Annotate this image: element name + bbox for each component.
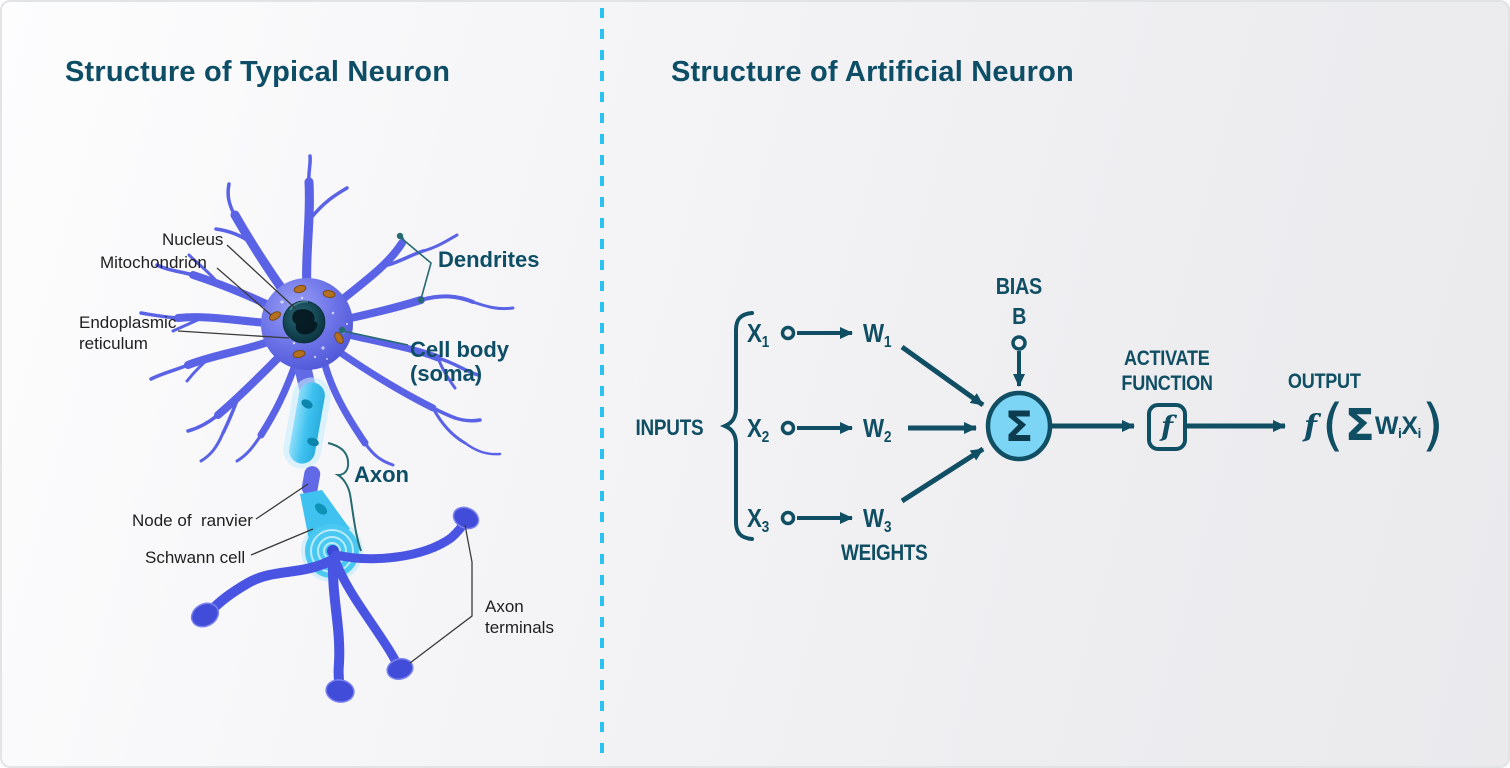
label-cell-body: Cell body (soma) (410, 337, 510, 386)
label-schwann-cell: Schwann cell (145, 548, 246, 567)
weights-label: WEIGHTS (840, 540, 928, 565)
right-panel-title: Structure of Artificial Neuron (671, 56, 1074, 88)
label-node-of-ranvier: Node of ranvier (132, 511, 253, 530)
axon-terminal-bulbs (190, 506, 480, 703)
panel-divider (600, 8, 604, 764)
leader-dots (338, 232, 425, 334)
weight-arrows (900, 344, 985, 504)
weight-w3-label: W3 (863, 503, 892, 536)
label-dendrites: Dendrites (438, 247, 540, 272)
weight-w2-label: W2 (863, 413, 892, 446)
input-x2-label: X2 (747, 413, 770, 446)
leader-lines-teal (327, 236, 432, 552)
label-mitochondrion: Mitochondrion (100, 253, 207, 272)
label-nucleus: Nucleus (162, 230, 224, 249)
nucleus-shape (282, 300, 326, 344)
label-axon-terminals: Axon terminals (485, 597, 554, 637)
function-symbol: f (1160, 410, 1174, 443)
output-label: OUTPUT (1287, 370, 1361, 393)
inputs-brace (719, 311, 754, 541)
input-connector-circles (780, 325, 1027, 526)
activate-function-label: ACTIVATE FUNCTION (1121, 347, 1213, 395)
mitochondria (269, 284, 344, 359)
label-endoplasmic-reticulum: Endoplasmic reticulum (79, 313, 177, 353)
axon-myelin (283, 355, 331, 496)
leader-lines-black (177, 244, 473, 664)
node-of-ranvier-segment (301, 466, 321, 496)
sum-node-symbol: Σ (1004, 402, 1034, 451)
activation-box (1147, 403, 1187, 451)
input-x3-label: X3 (747, 503, 770, 536)
inputs-label: INPUTS (635, 415, 703, 440)
weight-w1-label: W1 (863, 318, 892, 351)
output-formula: f ( Σ Wi Xi ) (1304, 393, 1444, 458)
input-arrows (797, 327, 853, 524)
bias-label: BIAS B (995, 273, 1043, 329)
input-x1-label: X1 (747, 318, 770, 351)
sum-node-circle (985, 390, 1053, 462)
label-axon: Axon (354, 462, 409, 487)
left-panel-title: Structure of Typical Neuron (65, 56, 451, 88)
